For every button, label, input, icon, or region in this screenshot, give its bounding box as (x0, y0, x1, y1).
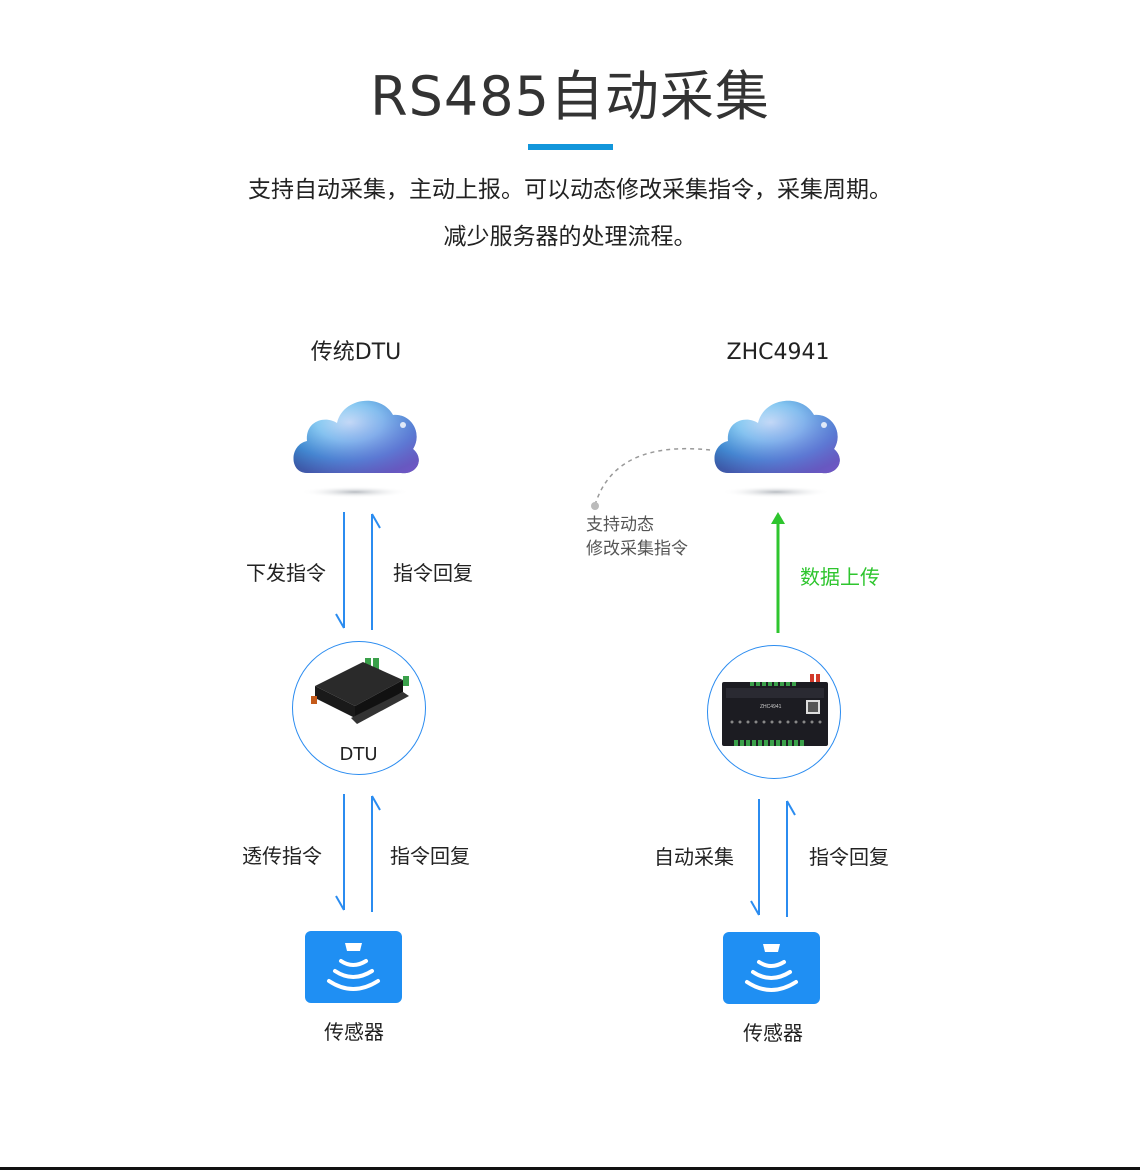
dtu-device-label: DTU (339, 744, 378, 765)
upload-arrow (771, 512, 785, 633)
right-lower-arrows (750, 799, 796, 917)
right-up-label: 指令回复 (809, 845, 889, 869)
zhc4941-device-circle: ZHC4941 (707, 645, 841, 779)
upload-label: 数据上传 (800, 565, 880, 589)
zhc4941-device-text: ZHC4941 (760, 704, 782, 710)
dtu-device-icon (311, 658, 409, 724)
subtitle-line-2: 减少服务器的处理流程。 (443, 224, 697, 250)
right-sensor-label: 传感器 (743, 1021, 803, 1045)
zhc4941-device-icon: ZHC4941 (722, 674, 828, 746)
left-column-title: 传统DTU (310, 340, 402, 365)
right-column-title: ZHC4941 (726, 340, 830, 365)
left-cloud-icon (293, 400, 419, 498)
page-title: RS485自动采集 (370, 65, 770, 128)
left-down-label-1: 下发指令 (246, 561, 326, 585)
right-cloud-icon (714, 400, 840, 498)
subtitle-line-1: 支持自动采集，主动上报。可以动态修改采集指令，采集周期。 (248, 177, 892, 203)
dynamic-note-line-2: 修改采集指令 (586, 539, 688, 559)
left-up-label-2: 指令回复 (390, 844, 470, 868)
left-up-label-1: 指令回复 (393, 561, 473, 585)
left-lower-arrows (335, 794, 381, 912)
left-sensor-label: 传感器 (324, 1020, 384, 1044)
dtu-device-circle: DTU (292, 641, 426, 775)
bottom-divider (0, 1167, 1140, 1170)
title-underline (528, 144, 613, 150)
left-down-label-2: 透传指令 (242, 844, 322, 868)
dynamic-command-curve (591, 447, 711, 510)
right-sensor-icon (723, 932, 820, 1004)
left-sensor-icon (305, 931, 402, 1003)
dynamic-note-line-1: 支持动态 (586, 515, 654, 535)
right-down-label: 自动采集 (654, 845, 734, 869)
left-upper-arrows (335, 512, 381, 630)
